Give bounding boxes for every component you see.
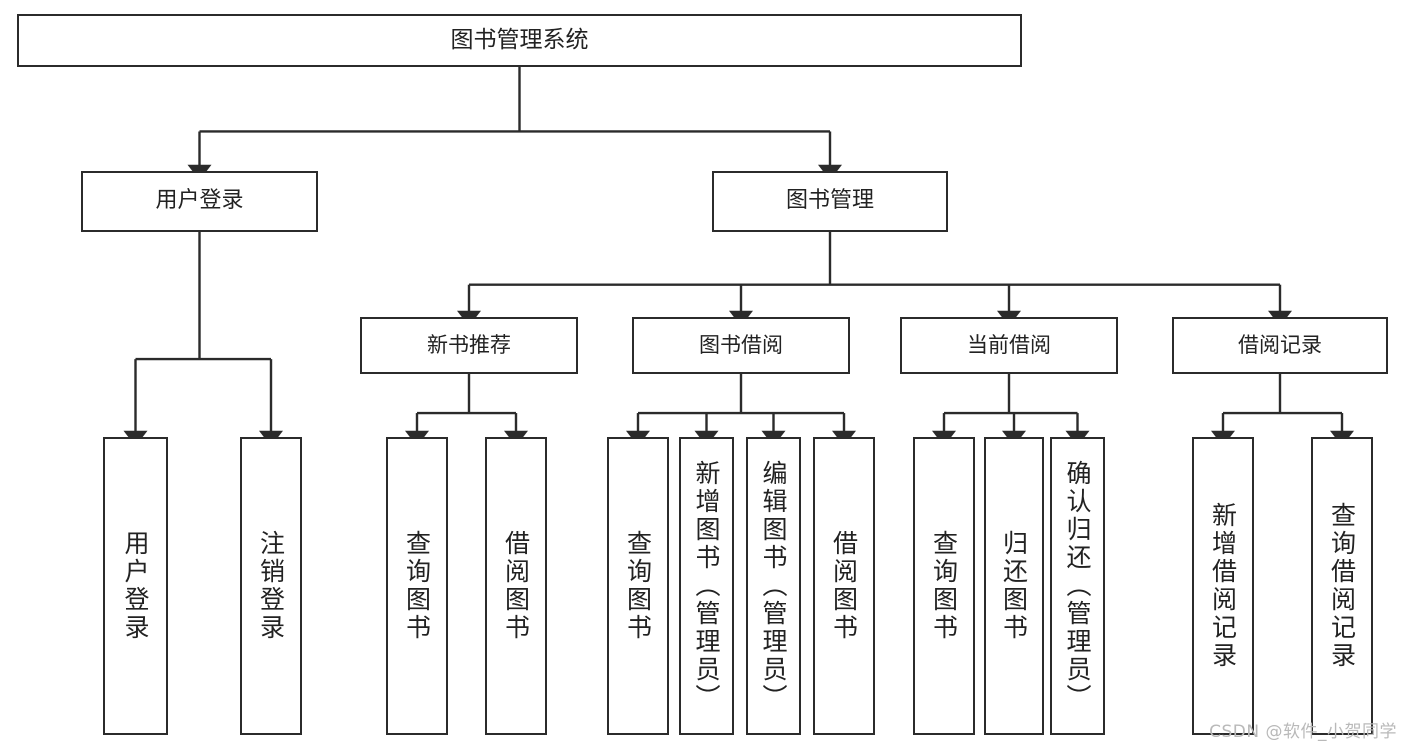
node-leaf-cur-return[interactable]: 归还图书: [984, 437, 1044, 735]
node-leaf-rec-borrow[interactable]: 借阅图书: [485, 437, 547, 735]
node-label: 借阅图书: [501, 530, 531, 642]
node-borrow-record[interactable]: 借阅记录: [1172, 317, 1388, 374]
node-leaf-user-login[interactable]: 用户登录: [103, 437, 168, 735]
node-leaf-cur-query[interactable]: 查询图书: [913, 437, 975, 735]
csdn-watermark: CSDN @软件_小贺同学: [1209, 722, 1397, 742]
node-leaf-user-logout[interactable]: 注销登录: [240, 437, 302, 735]
node-label: 新增借阅记录: [1208, 502, 1238, 670]
node-current-borrow[interactable]: 当前借阅: [900, 317, 1118, 374]
node-label: 图书管理系统: [450, 26, 589, 53]
node-book-borrow[interactable]: 图书借阅: [632, 317, 850, 374]
node-leaf-borrow-edit[interactable]: 编辑图书（管理员）: [746, 437, 801, 735]
node-leaf-rec-search[interactable]: 查询借阅记录: [1311, 437, 1373, 735]
node-root[interactable]: 图书管理系统: [17, 14, 1022, 67]
node-label: 注销登录: [256, 530, 286, 642]
node-label: 确认归还（管理员）: [1063, 460, 1092, 712]
node-label: 图书借阅: [699, 332, 783, 357]
node-leaf-rec-add[interactable]: 新增借阅记录: [1192, 437, 1254, 735]
node-label: 查询图书: [402, 530, 432, 642]
node-label: 编辑图书（管理员）: [759, 460, 788, 712]
node-label: 图书管理: [785, 188, 874, 214]
node-book-manage[interactable]: 图书管理: [712, 171, 948, 232]
node-label: 归还图书: [999, 530, 1029, 642]
node-label: 新增图书（管理员）: [692, 460, 721, 712]
node-label: 查询图书: [623, 530, 653, 642]
node-new-book-rec[interactable]: 新书推荐: [360, 317, 578, 374]
node-label: 用户登录: [155, 188, 244, 214]
node-label: 新书推荐: [427, 332, 511, 357]
node-leaf-borrow-do[interactable]: 借阅图书: [813, 437, 875, 735]
node-label: 查询图书: [929, 530, 959, 642]
node-label: 借阅记录: [1238, 332, 1322, 357]
node-user-login[interactable]: 用户登录: [81, 171, 318, 232]
node-leaf-cur-confirm[interactable]: 确认归还（管理员）: [1050, 437, 1105, 735]
node-leaf-rec-query[interactable]: 查询图书: [386, 437, 448, 735]
node-label: 查询借阅记录: [1327, 502, 1357, 670]
node-label: 当前借阅: [967, 332, 1051, 357]
node-leaf-borrow-add[interactable]: 新增图书（管理员）: [679, 437, 734, 735]
node-label: 用户登录: [121, 530, 150, 642]
node-leaf-borrow-query[interactable]: 查询图书: [607, 437, 669, 735]
node-label: 借阅图书: [829, 530, 859, 642]
